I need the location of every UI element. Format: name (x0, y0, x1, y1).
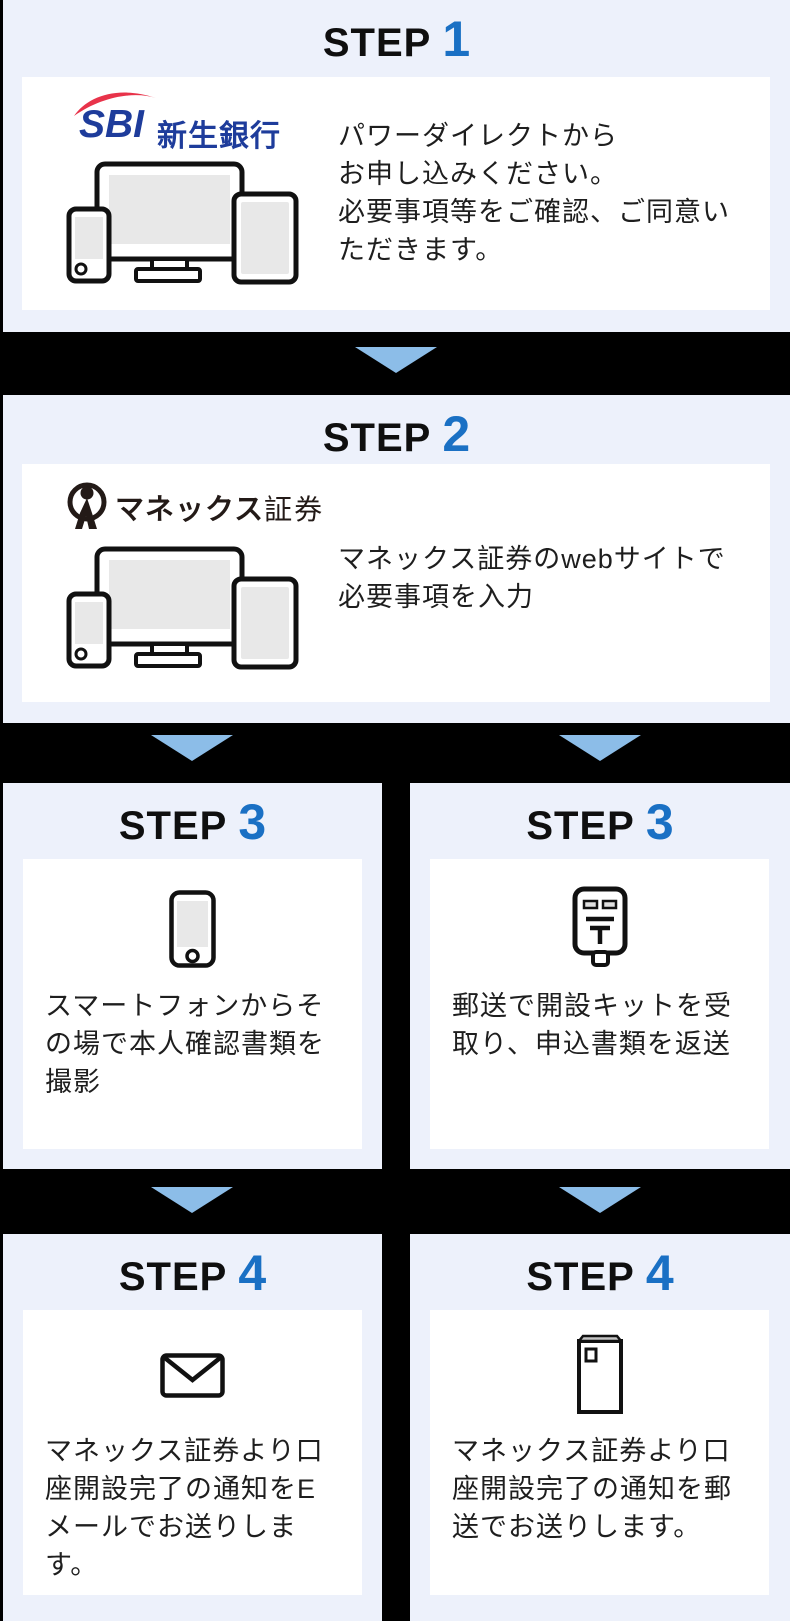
step3-left-heading: STEP 3 (3, 793, 382, 851)
step1-number: 1 (442, 11, 471, 67)
step3-right-heading: STEP 3 (410, 793, 790, 851)
postbox-icon (572, 886, 628, 967)
step4-right-description: マネックス証券より口 座開設完了の通知を郵 送でお送りします。 (452, 1436, 732, 1542)
step2-number: 2 (442, 406, 471, 462)
sbi-logo-text: SBI (79, 103, 145, 146)
step4-left-label: STEP (118, 1255, 228, 1299)
monex-shoken: 証券 (264, 494, 325, 525)
step4-right-card: マネックス証券より口 座開設完了の通知を郵 送でお送りします。 (430, 1310, 769, 1595)
step1-description: パワーダイレクトから お申し込みください。 必要事項等をご確認、ご同意い ただき… (338, 121, 730, 265)
smartphone-icon (169, 890, 216, 968)
step2-heading: STEP 2 (3, 405, 790, 463)
step3-left-description: スマートフォンからそ の場で本人確認書類を 撮影 (45, 991, 325, 1097)
down-arrow-icon (151, 1187, 233, 1213)
step3-right-number: 3 (645, 794, 674, 850)
step3-right-panel: STEP 3 郵送で開設キットを受 取り、申込書類を返送 (410, 783, 790, 1169)
monex-name: マネックス (115, 494, 265, 526)
monex-text: マネックス証券 (115, 486, 324, 528)
postal-envelope-icon (577, 1334, 623, 1414)
step4-right-number: 4 (645, 1245, 674, 1301)
step3-left-label: STEP (118, 804, 228, 848)
step1-panel: STEP 1 SBI 新生銀行 パワーダイレクトから お申し込みください。 必要… (3, 0, 790, 332)
step4-right-heading: STEP 4 (410, 1244, 790, 1302)
devices-icon (66, 161, 299, 285)
down-arrow-icon (151, 735, 233, 761)
down-arrow-icon (559, 735, 641, 761)
step4-right-panel: STEP 4 マネックス証券より口 座開設完了の通知を郵 送でお送りします。 (410, 1234, 790, 1621)
step1-card: SBI 新生銀行 パワーダイレクトから お申し込みください。 必要事項等をご確認… (22, 77, 770, 310)
step3-right-card: 郵送で開設キットを受 取り、申込書類を返送 (430, 859, 769, 1149)
step4-left-description: マネックス証券より口 座開設完了の通知をE メールでお送りしま す。 (45, 1436, 324, 1580)
sbi-shinsei-logo: SBI 新生銀行 (73, 87, 313, 153)
shinsei-bank-text: 新生銀行 (157, 120, 281, 153)
step4-left-card: マネックス証券より口 座開設完了の通知をE メールでお送りしま す。 (23, 1310, 362, 1595)
sbi-swoosh-icon (74, 92, 156, 116)
step4-right-label: STEP (526, 1255, 635, 1299)
monex-person-icon (67, 482, 107, 529)
monex-logo: マネックス証券 (66, 478, 324, 536)
step2-card: マネックス証券 マネックス証券のwebサイトで 必要事項を入力 (22, 464, 770, 702)
step4-left-panel: STEP 4 マネックス証券より口 座開設完了の通知をE メールでお送りしま す… (3, 1234, 382, 1621)
step2-label: STEP (322, 416, 432, 460)
step2-description: マネックス証券のwebサイトで 必要事項を入力 (338, 544, 726, 612)
step3-left-panel: STEP 3 スマートフォンからそ の場で本人確認書類を 撮影 (3, 783, 382, 1169)
envelope-icon (160, 1353, 225, 1398)
step1-heading: STEP 1 (3, 10, 790, 68)
step3-right-label: STEP (526, 804, 635, 848)
step4-left-heading: STEP 4 (3, 1244, 382, 1302)
down-arrow-icon (559, 1187, 641, 1213)
devices-icon (66, 546, 299, 670)
step4-left-number: 4 (238, 1245, 267, 1301)
step3-right-description: 郵送で開設キットを受 取り、申込書類を返送 (452, 991, 732, 1059)
step1-label: STEP (322, 21, 432, 65)
down-arrow-icon (355, 347, 437, 373)
step3-left-number: 3 (238, 794, 267, 850)
step3-left-card: スマートフォンからそ の場で本人確認書類を 撮影 (23, 859, 362, 1149)
step2-panel: STEP 2 マネックス証券 マネックス証券のwebサイトで 必要事項を入力 (3, 395, 790, 723)
